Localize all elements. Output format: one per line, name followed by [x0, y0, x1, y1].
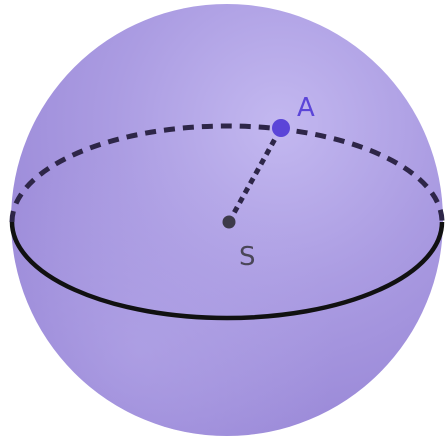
radius-segment-sa: [226, 126, 284, 224]
point-a: [272, 119, 290, 137]
equator-back-dashed: [9, 123, 445, 223]
point-a-label: A: [297, 93, 315, 123]
equator-front-solid: [9, 221, 445, 321]
point-s: [222, 215, 236, 229]
point-s-label: S: [239, 242, 256, 272]
